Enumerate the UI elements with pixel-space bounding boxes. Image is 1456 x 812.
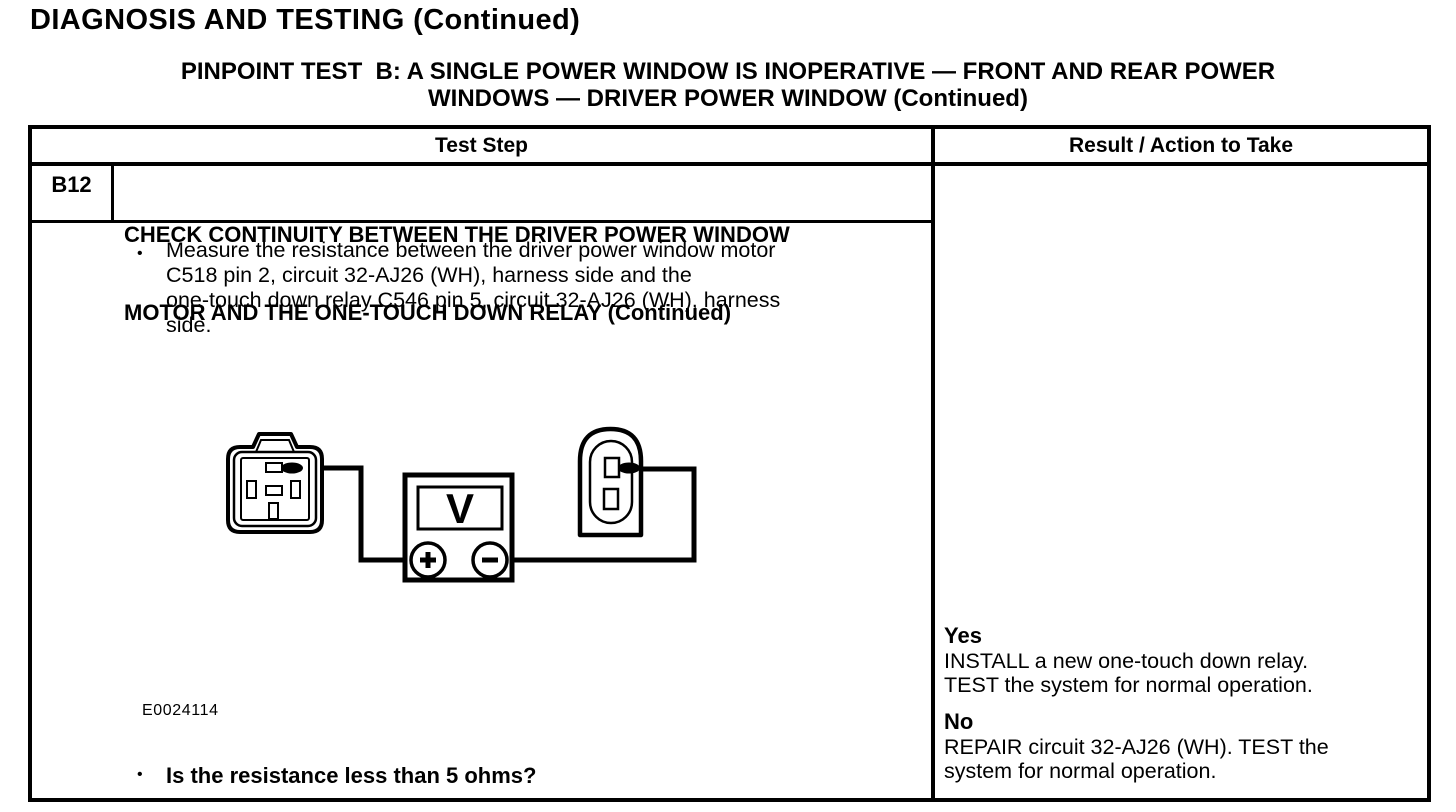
pinpoint-test-heading: PINPOINT TEST B: A SINGLE POWER WINDOW I… [0,58,1456,112]
relay-pin-slot [602,487,620,511]
voltmeter-label: V [446,485,474,532]
figure-id-label: E0024114 [142,702,219,719]
measure-line4: side. [166,313,212,337]
bullet-icon: • [137,766,143,783]
motor-pin-slot [265,485,283,496]
measure-line2: C518 pin 2, circuit 32-AJ26 (WH), harnes… [166,263,692,287]
test-step-cell: B12 CHECK CONTINUITY BETWEEN THE DRIVER … [32,166,931,798]
test-lead-wire-right [490,466,697,563]
measure-line3: one-touch down relay C546 pin 5, circuit… [166,288,781,312]
yes-action-line2: TEST the system for normal operation. [944,673,1313,697]
result-action-cell: Yes INSTALL a new one-touch down relay. … [931,166,1427,798]
motor-pin-slot [290,480,301,499]
relay-connector-diagram [577,426,644,538]
motor-connector-inner-outline [232,450,318,528]
step-question: • Is the resistance less than 5 ohms? [137,763,536,789]
test-lead-wire-left [300,465,428,563]
step-instructions-area: • Measure the resistance between the dri… [32,223,931,798]
motor-pin-slot [246,480,257,499]
measure-line1: Measure the resistance between the drive… [166,238,776,262]
test-probe-icon [281,462,303,474]
minus-terminal-icon [471,541,509,579]
no-action-line2: system for normal operation. [944,759,1217,783]
motor-connector-diagram [226,432,324,534]
measure-instruction-text: Measure the resistance between the drive… [166,238,780,338]
plus-terminal-icon [409,541,447,579]
relay-connector-outline [577,426,644,538]
table-header-row: Test Step Result / Action to Take [32,129,1427,166]
motor-connector-tab [255,439,295,453]
column-header-test-step: Test Step [435,133,528,157]
page-title: DIAGNOSIS AND TESTING (Continued) [30,4,581,36]
step-id: B12 [32,166,114,220]
yes-result-label: Yes [944,623,982,648]
column-header-result-action: Result / Action to Take [931,129,1427,162]
relay-pin-5-slot [603,456,621,479]
motor-pin-2-slot [265,462,283,473]
step-title-line2: MOTOR AND THE ONE-TOUCH DOWN RELAY (Cont… [124,300,732,325]
step-title: CHECK CONTINUITY BETWEEN THE DRIVER POWE… [114,166,790,325]
motor-pin-slot [268,502,279,520]
table-body-row: B12 CHECK CONTINUITY BETWEEN THE DRIVER … [32,166,1427,798]
bullet-icon: • [137,245,143,262]
step-title-line1: CHECK CONTINUITY BETWEEN THE DRIVER POWE… [124,222,790,247]
voltmeter-display [416,485,504,531]
relay-connector-inner-outline [588,439,634,525]
test-probe-icon [618,462,640,474]
no-result-label: No [944,709,974,734]
continuity-test-diagram: V [226,426,697,583]
voltmeter-diagram: V [402,472,515,583]
pinpoint-test-table: Test Step Result / Action to Take B12 CH… [28,125,1431,802]
pinpoint-test-heading-line1: PINPOINT TEST B: A SINGLE POWER WINDOW I… [180,58,1276,85]
measure-instruction: • Measure the resistance between the dri… [137,238,780,338]
pinpoint-test-heading-line2: WINDOWS — DRIVER POWER WINDOW (Continued… [428,85,1028,112]
step-question-text: Is the resistance less than 5 ohms? [166,763,537,788]
step-title-row: B12 CHECK CONTINUITY BETWEEN THE DRIVER … [32,166,931,325]
yes-action-line1: INSTALL a new one-touch down relay. [944,649,1309,673]
no-action-line1: REPAIR circuit 32-AJ26 (WH). TEST the [944,735,1329,759]
